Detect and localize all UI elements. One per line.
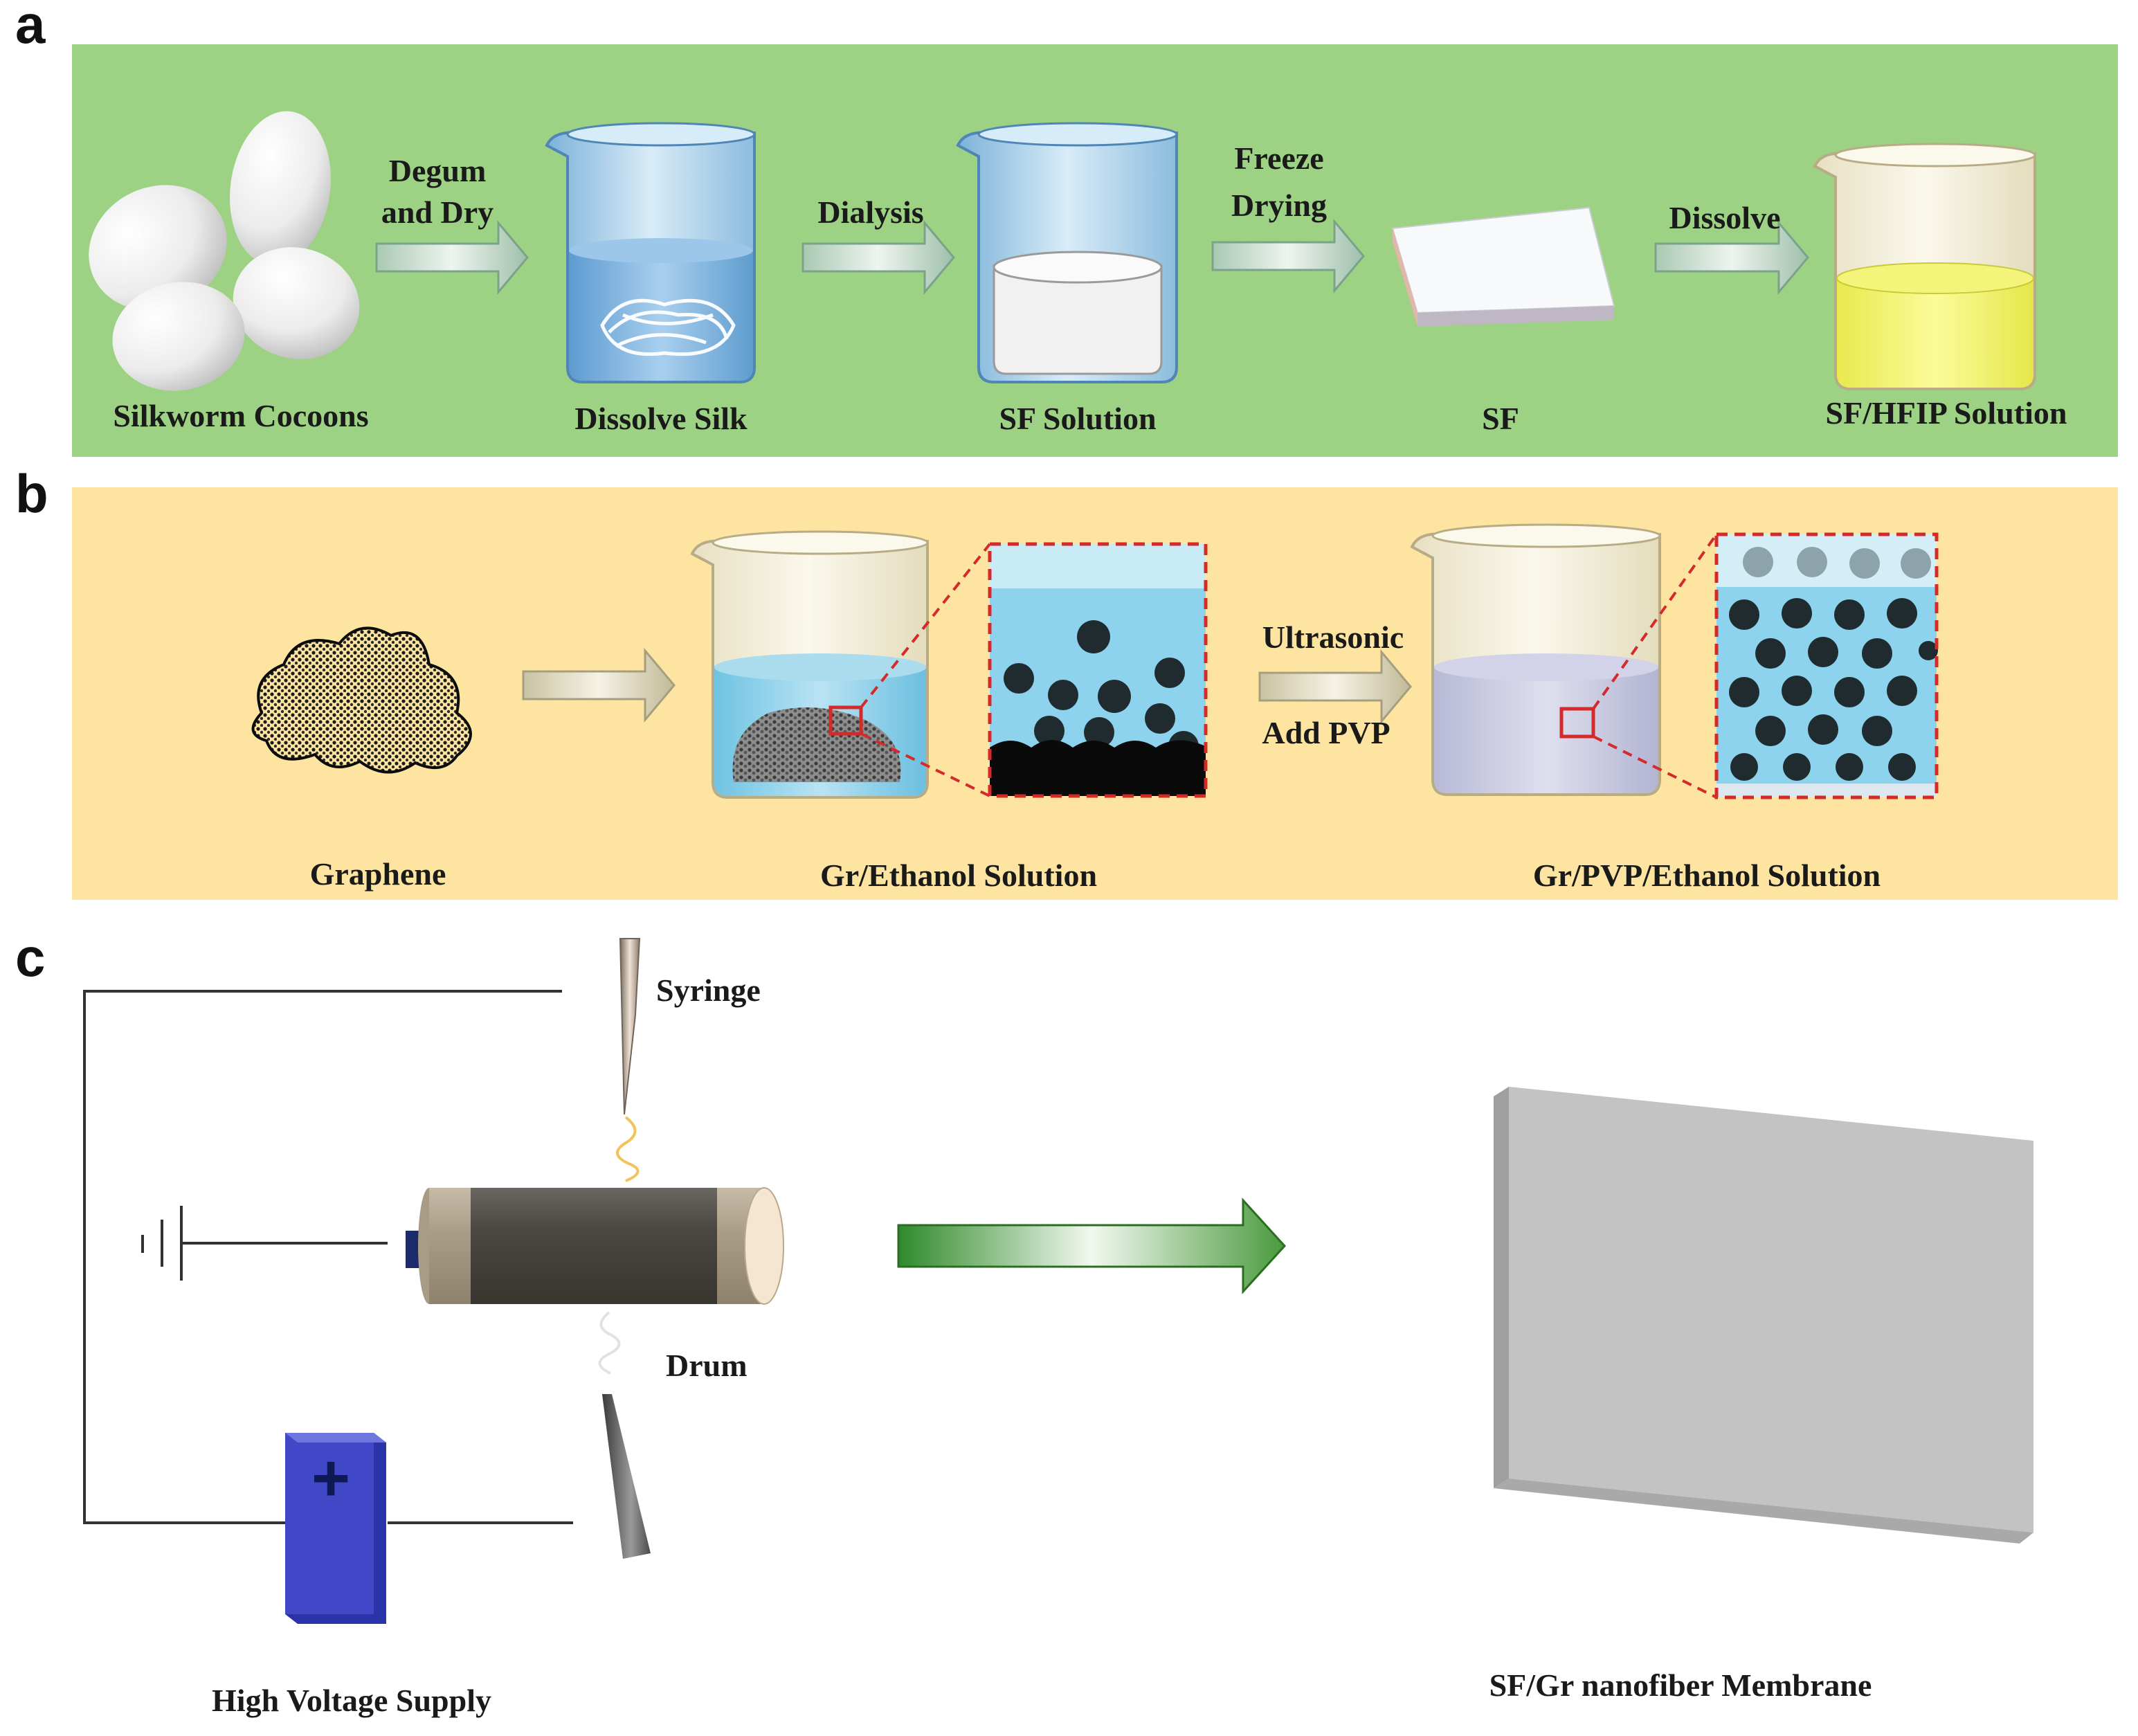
- beaker-sf-solution: [956, 122, 1178, 383]
- beaker-dissolve-silk: [545, 122, 756, 383]
- circuit-wires: [83, 990, 573, 1524]
- zoom-marker-ethanol: [828, 705, 863, 736]
- caption-sf-hfip: SF/HFIP Solution: [1826, 395, 2067, 431]
- caption-sf-solution: SF Solution: [999, 401, 1156, 436]
- syringe-needle: [619, 938, 641, 1115]
- panel-a-letter: a: [15, 0, 46, 55]
- label-freeze: Freeze: [1234, 141, 1323, 176]
- zoom-box-gr-pvp-ethanol: [1714, 532, 1939, 799]
- zoom-box-gr-ethanol: [988, 542, 1208, 798]
- beaker-sf-hfip: [1813, 143, 2036, 390]
- label-and-dry: and Dry: [381, 195, 493, 230]
- arrow-degum: [375, 219, 529, 296]
- label-dialysis: Dialysis: [817, 195, 923, 230]
- arrow-to-membrane: [897, 1197, 1287, 1294]
- arrow-ultrasonic: [1258, 649, 1412, 725]
- arrow-graphene-to-ethanol: [522, 647, 676, 723]
- panel-c: Syringe Drum + High Voltage Supply: [83, 938, 2033, 1718]
- zoom-line-top-2: [1592, 533, 1718, 710]
- label-add-pvp: Add PVP: [1262, 715, 1390, 750]
- panel-c-letter: c: [15, 927, 45, 988]
- drum-collector: [406, 1187, 784, 1305]
- zoom-line-bottom: [860, 732, 990, 797]
- label-degum: Degum: [389, 153, 487, 188]
- fiber-jet-top: [616, 1116, 640, 1182]
- panel-a: Degum and Dry Dissolve Silk Dialysis: [72, 44, 2118, 457]
- sf-sheet-illustration: [1391, 206, 1615, 327]
- caption-gr-pvp-ethanol: Gr/PVP/Ethanol Solution: [1533, 858, 1881, 893]
- panel-b-letter: b: [15, 463, 48, 524]
- label-syringe: Syringe: [656, 973, 761, 1008]
- zoom-marker-pvp: [1559, 707, 1595, 739]
- beaker-gr-pvp-ethanol: [1410, 523, 1661, 796]
- collector-cone: [602, 1394, 651, 1559]
- label-drying: Drying: [1231, 188, 1327, 223]
- plus-sign: +: [311, 1441, 350, 1515]
- ground-symbol: [141, 1206, 183, 1281]
- label-high-voltage-supply: High Voltage Supply: [212, 1683, 491, 1718]
- beaker-gr-ethanol: [690, 530, 929, 799]
- graphene-illustration: [251, 626, 472, 774]
- label-ultrasonic: Ultrasonic: [1262, 620, 1404, 655]
- fiber-jet-bottom: [598, 1311, 621, 1375]
- arrow-dialysis: [801, 219, 955, 296]
- arrow-dissolve: [1654, 219, 1809, 296]
- caption-sf: SF: [1482, 401, 1519, 436]
- label-dissolve: Dissolve: [1669, 200, 1781, 235]
- silkworm-cocoons-illustration: [89, 111, 360, 391]
- arrow-freeze-drying: [1211, 218, 1365, 294]
- caption-graphene: Graphene: [310, 856, 446, 892]
- caption-dissolve-silk: Dissolve Silk: [574, 401, 748, 436]
- caption-gr-ethanol: Gr/Ethanol Solution: [820, 858, 1097, 893]
- zoom-line-top: [860, 543, 991, 709]
- label-drum: Drum: [666, 1348, 748, 1383]
- zoom-line-bottom-2: [1593, 735, 1717, 799]
- battery-icon: [285, 1433, 386, 1624]
- nanofiber-membrane-illustration: [1494, 1087, 2033, 1544]
- caption-silkworm-cocoons: Silkworm Cocoons: [113, 398, 368, 433]
- label-membrane: SF/Gr nanofiber Membrane: [1489, 1667, 1872, 1703]
- panel-b: Graphene Gr/Ethanol Solution: [72, 487, 2118, 900]
